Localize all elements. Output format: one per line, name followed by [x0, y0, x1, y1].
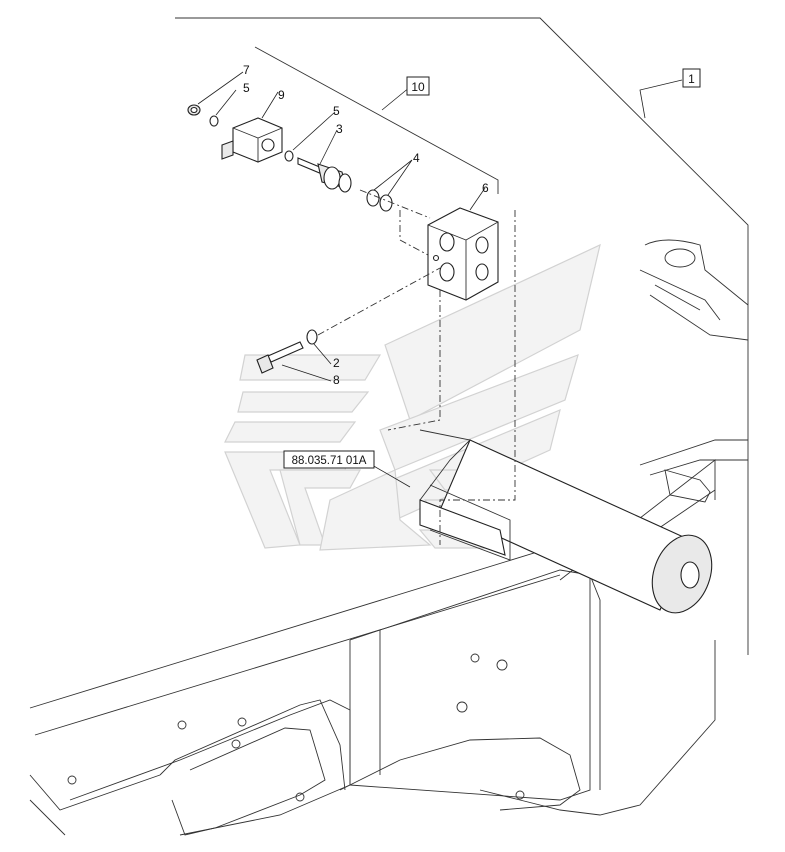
manifold-block-part: [427, 207, 499, 301]
callout-6: 6: [482, 181, 489, 195]
callout-4: 4: [413, 151, 420, 165]
callout-5-lower: 5: [333, 104, 340, 118]
callout-1: 1: [682, 68, 701, 88]
seal-ring-part: [366, 189, 380, 207]
reference-callout: 88.035.71 01A: [283, 450, 375, 469]
o-ring-part: [284, 150, 294, 162]
callout-2: 2: [333, 356, 340, 370]
assembly-center-lines: [317, 189, 516, 545]
hydraulic-cylinder: [419, 429, 713, 614]
callout-8: 8: [333, 373, 340, 387]
reference-label: 88.035.71 01A: [292, 455, 367, 467]
subassembly-boundary-line: [254, 46, 499, 194]
leader-lines: [197, 71, 683, 488]
callout-5-upper: 5: [243, 81, 250, 95]
callout-1-label: 1: [688, 72, 695, 86]
callout-10: 10: [406, 76, 430, 96]
mounting-bracket: [419, 499, 506, 556]
callout-3: 3: [336, 122, 343, 136]
washer-part: [306, 329, 318, 345]
callout-9: 9: [278, 88, 285, 102]
nut-part: [187, 104, 201, 116]
callout-7: 7: [243, 63, 250, 77]
valve-body-part: [221, 117, 283, 163]
loader-arm: [639, 239, 749, 503]
cartridge-valve-part: [297, 157, 352, 193]
seal-ring-part: [379, 194, 393, 212]
o-ring-part: [209, 115, 219, 127]
callout-10-label: 10: [411, 80, 425, 94]
bolt-part: [256, 341, 304, 374]
